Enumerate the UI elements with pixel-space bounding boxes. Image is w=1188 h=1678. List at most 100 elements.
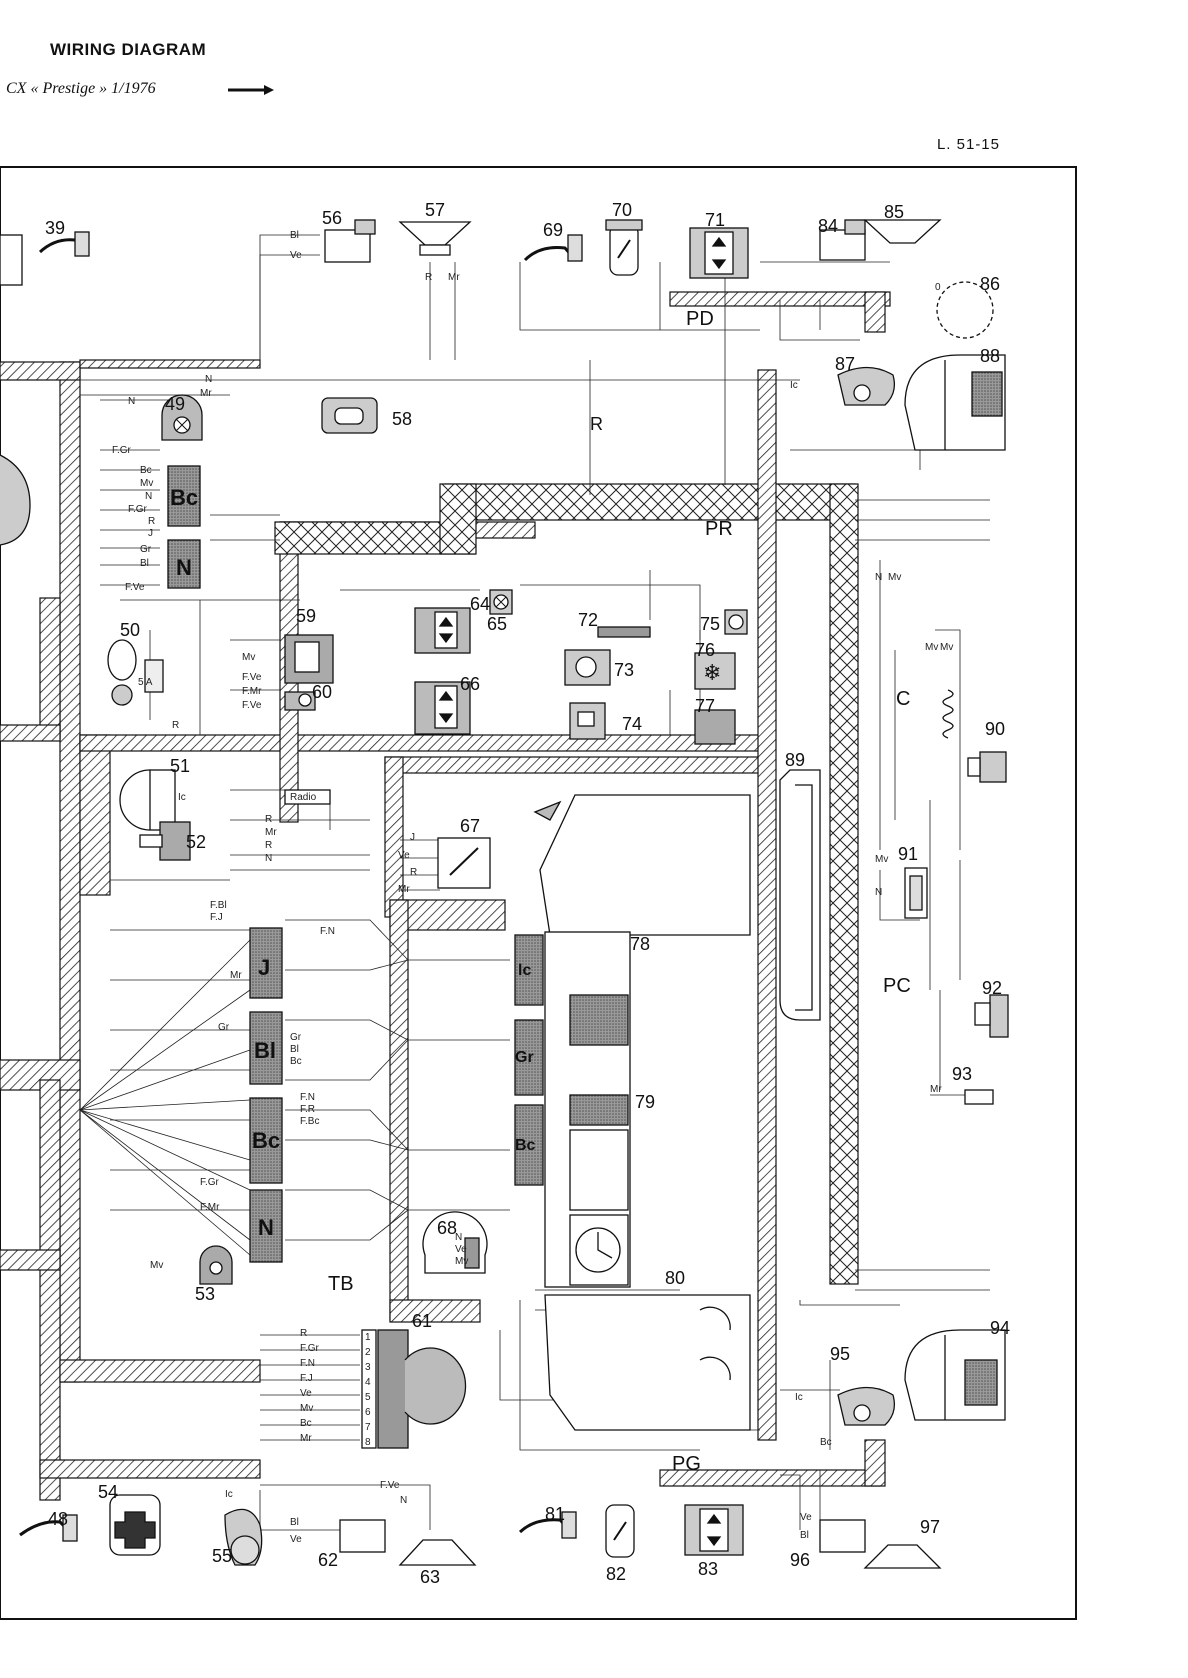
component-number-72: 72 bbox=[578, 610, 598, 630]
page-reference: L. 51-15 bbox=[936, 136, 1000, 153]
component-number-70: 70 bbox=[612, 200, 632, 220]
rear-light-88 bbox=[904, 354, 1006, 451]
rear-light-94 bbox=[904, 1329, 1006, 1421]
plug-48 bbox=[19, 1514, 78, 1542]
clock-86 bbox=[936, 281, 994, 339]
harness-label-pd: PD bbox=[686, 308, 714, 330]
wire-code: F.N bbox=[300, 1092, 315, 1103]
wire-code: Mv bbox=[150, 1260, 163, 1271]
wire-code: F.Gr bbox=[128, 504, 148, 515]
harness-label-tb: TB bbox=[328, 1273, 354, 1295]
wire-code: F.J bbox=[210, 912, 223, 923]
switch-59 bbox=[284, 634, 334, 684]
wire-code: Ic bbox=[795, 1392, 803, 1403]
component-number-60: 60 bbox=[312, 682, 332, 702]
right-arrow-icon bbox=[228, 85, 274, 95]
component-number-87: 87 bbox=[835, 354, 855, 374]
wire-code: Gr bbox=[290, 1032, 302, 1043]
wire-code: Bl bbox=[290, 230, 299, 241]
diagram-frame bbox=[0, 166, 1077, 1620]
wire-code: Mr bbox=[398, 884, 410, 895]
speaker-63 bbox=[398, 1539, 477, 1566]
wire-code: J bbox=[410, 832, 415, 843]
component-number-53: 53 bbox=[195, 1284, 215, 1304]
speaker-85 bbox=[863, 219, 942, 244]
pin-number: 7 bbox=[365, 1422, 371, 1433]
component-number-62: 62 bbox=[318, 1550, 338, 1570]
wire-code: F.Mr bbox=[242, 686, 262, 697]
wire-code: R bbox=[410, 867, 417, 878]
wire-code: F.Ve bbox=[242, 672, 262, 683]
wire-code: R bbox=[172, 720, 179, 731]
lamp-49 bbox=[161, 394, 203, 441]
component-number-84: 84 bbox=[818, 216, 838, 236]
wire-code: Ic bbox=[790, 380, 798, 391]
wire-code: Bc bbox=[140, 465, 152, 476]
component-number-79: 79 bbox=[635, 1092, 655, 1112]
wire-code: N bbox=[265, 853, 272, 864]
wire-code: N bbox=[875, 572, 882, 583]
component-number-69: 69 bbox=[543, 220, 563, 240]
connector-61-pins: 1 2 3 4 5 6 7 8 bbox=[365, 1332, 371, 1448]
lighter-70 bbox=[605, 219, 643, 276]
wire-code: N bbox=[128, 396, 135, 407]
wire-code: Ve bbox=[398, 850, 410, 861]
module-91 bbox=[904, 867, 928, 919]
wire-code: Mv bbox=[455, 1256, 468, 1267]
component-number-73: 73 bbox=[614, 660, 634, 680]
wire-code: Mr bbox=[448, 272, 460, 283]
harness-label-pr: PR bbox=[705, 518, 733, 540]
wire-code: Mv bbox=[242, 652, 255, 663]
wire-code: N bbox=[205, 374, 212, 385]
pin-number: 4 bbox=[365, 1377, 371, 1388]
wire-code: Bl bbox=[140, 558, 149, 569]
switch-90 bbox=[967, 751, 1007, 783]
speaker-97 bbox=[863, 1544, 942, 1569]
switch-60 bbox=[284, 691, 316, 711]
gauge-67 bbox=[437, 837, 491, 889]
component-number-66: 66 bbox=[460, 674, 480, 694]
switch-83 bbox=[684, 1504, 744, 1556]
wire-code: Bc bbox=[290, 1056, 302, 1067]
wire-code: Mr bbox=[230, 970, 242, 981]
component-number-97: 97 bbox=[920, 1517, 940, 1537]
wire-code: R bbox=[265, 840, 272, 851]
wire-code: Bc bbox=[820, 1437, 832, 1448]
relay-52 bbox=[139, 821, 191, 861]
wire-code: F.Gr bbox=[300, 1343, 320, 1354]
wire-code: F.Ve bbox=[242, 700, 262, 711]
wire-code: Bl bbox=[290, 1517, 299, 1528]
component-number-59: 59 bbox=[296, 606, 316, 626]
module-62 bbox=[339, 1519, 386, 1553]
module-56 bbox=[324, 219, 376, 263]
lighter-82 bbox=[605, 1504, 635, 1558]
component-number-86: 86 bbox=[980, 274, 1000, 294]
wire-code: R bbox=[300, 1328, 307, 1339]
component-number-56: 56 bbox=[322, 208, 342, 228]
dashboard-module-78 bbox=[533, 794, 751, 936]
pin-number: 2 bbox=[365, 1347, 371, 1358]
component-number-50: 50 bbox=[120, 620, 140, 640]
plug-69 bbox=[523, 234, 583, 262]
component-number-63: 63 bbox=[420, 1567, 440, 1587]
wire-label-r: R bbox=[590, 414, 603, 434]
plug-81 bbox=[518, 1511, 577, 1539]
component-number-82: 82 bbox=[606, 1564, 626, 1584]
coil bbox=[942, 689, 954, 739]
wire-code: Ic bbox=[225, 1489, 233, 1500]
wire-code: F.Gr bbox=[112, 445, 132, 456]
switch-77 bbox=[694, 709, 736, 745]
wire-code: N bbox=[400, 1495, 407, 1506]
lamp-87 bbox=[837, 366, 896, 406]
wire-code: Bl bbox=[290, 1044, 299, 1055]
sensor-73 bbox=[564, 649, 611, 686]
wire-code: F.Ve bbox=[125, 582, 145, 593]
block-n-lower: N bbox=[258, 1215, 274, 1240]
speaker-57 bbox=[398, 221, 472, 256]
motor-55 bbox=[224, 1508, 263, 1566]
switch-92 bbox=[974, 994, 1009, 1038]
wire-code: F.Gr bbox=[200, 1177, 220, 1188]
wire-code: Bl bbox=[800, 1530, 809, 1541]
component-number-80: 80 bbox=[665, 1268, 685, 1288]
plug-39 bbox=[38, 231, 90, 257]
